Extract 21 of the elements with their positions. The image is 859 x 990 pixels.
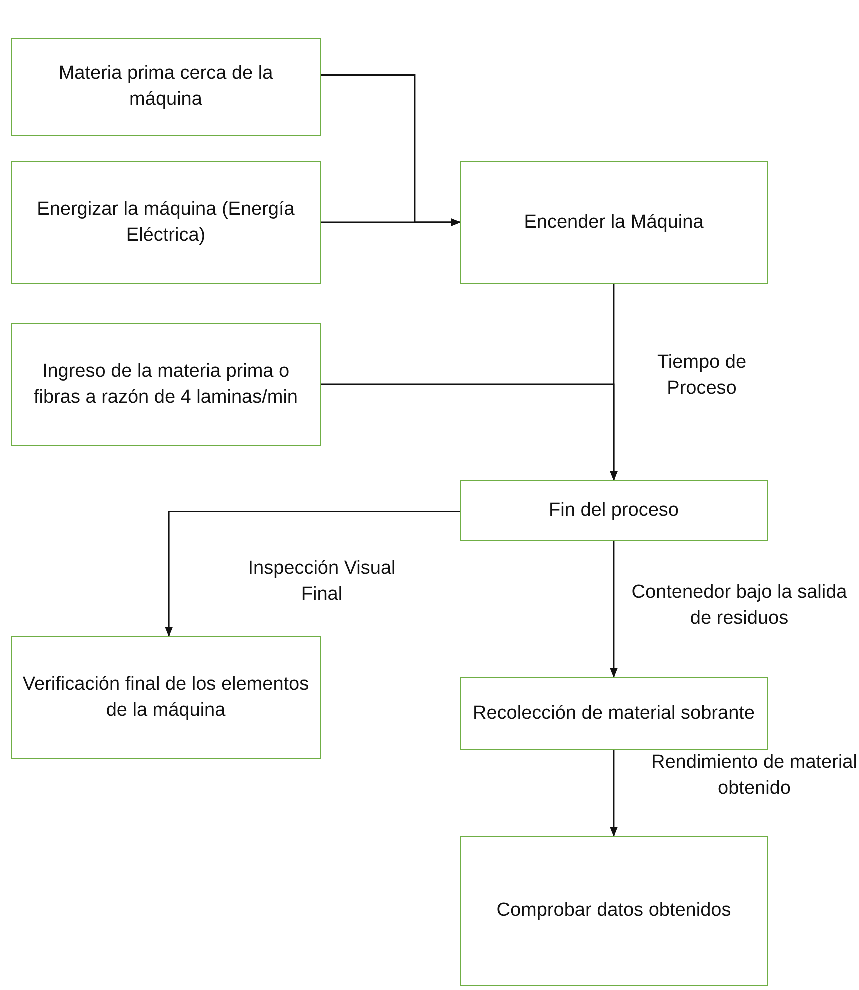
box-text: Comprobar datos obtenidos (496, 899, 732, 924)
box-text: Energizar la máquina (Energía Eléctrica) (36, 198, 296, 248)
box-text: Verificación final de los elementos de la máquina (22, 672, 310, 722)
box-text: Fin del proceso (549, 498, 679, 523)
process-box (11, 161, 321, 284)
arrow (165, 511, 460, 637)
box-text: Recolección de material sobrante (473, 702, 755, 726)
process-box (460, 836, 768, 986)
process-box (460, 677, 768, 750)
process-box (460, 161, 768, 284)
process-box (460, 480, 768, 541)
process-box (11, 323, 321, 446)
arrow (610, 750, 618, 837)
arrow (610, 541, 618, 678)
arrow (321, 218, 461, 226)
box-text: Ingreso de la materia prima o fibras a razón de 4 laminas/min (32, 360, 299, 410)
process-box (11, 38, 321, 136)
process-box (11, 636, 321, 759)
arrow (321, 384, 618, 481)
box-text: Encender la Máquina (524, 210, 704, 235)
box-text: Materia prima cerca de la máquina (58, 62, 274, 112)
